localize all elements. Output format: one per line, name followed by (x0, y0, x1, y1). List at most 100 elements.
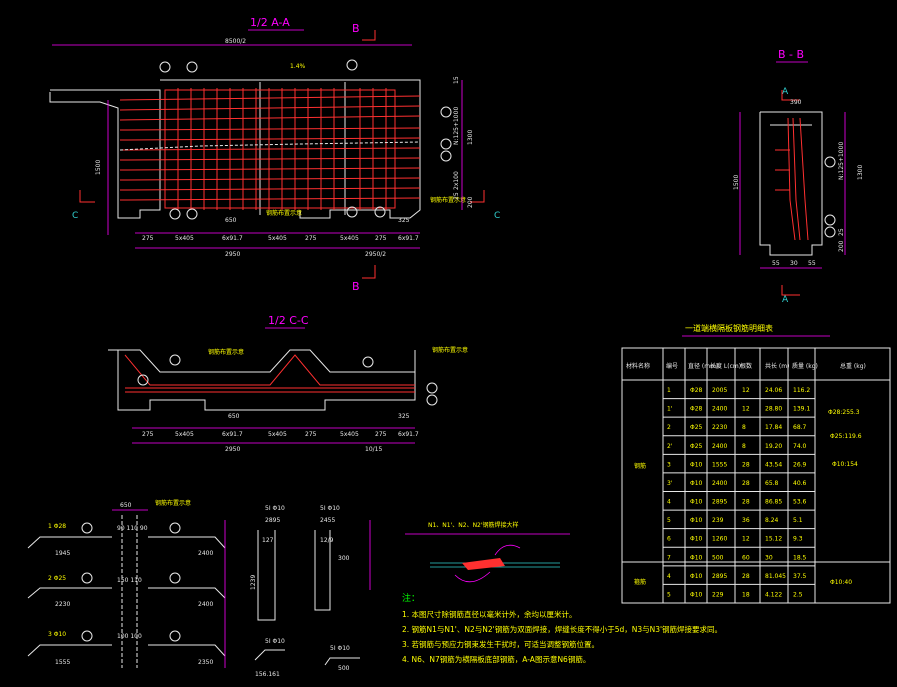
det-bar-1: 2 Φ25 (48, 575, 66, 582)
det-bar-dim-4: 1555 (55, 659, 70, 666)
bb-dim-0: 390 (790, 99, 802, 106)
aa-rdim-0: 15 (453, 76, 460, 84)
det-mid-dim-2: 150 110 (117, 577, 142, 584)
cc-title: 1/2 C-C (268, 314, 309, 327)
group-1: 钢筋 (634, 462, 646, 470)
note-2: 2. 钢筋N1与N1'、N2与N2'钢筋为双面焊接，焊缝长度不得小于5d，N3与… (402, 624, 722, 634)
table-cell: 37.5 (793, 573, 807, 580)
cc-total-1: 10/15 (365, 446, 382, 453)
table-cell: Φ10 (690, 536, 703, 543)
stir-label-2: 5I Φ10 (265, 638, 285, 645)
th-6: 质量 (kg) (792, 362, 818, 370)
table-cell: 1' (667, 406, 673, 413)
table-cell: 65.8 (765, 480, 779, 487)
table-cell: 2895 (712, 499, 727, 506)
table-cell: 2' (667, 443, 673, 450)
bb-dim-5: 200 (838, 240, 845, 252)
aa-rdim-1: N:125+1000 (453, 107, 460, 145)
bb-dim-6: 55 (772, 260, 780, 267)
aa-left-dim: 1500 (95, 160, 102, 175)
det-mid-dim-1: 90 110 90 (117, 525, 148, 532)
aa-bdim-2: 6x91.7 (222, 235, 243, 242)
aa-sub-dim-2: 325 (398, 217, 410, 224)
bb-circle-2 (824, 214, 836, 226)
aa-bdim-3: 5x405 (268, 235, 287, 242)
cc-bdim-1: 5x405 (175, 431, 194, 438)
table-cell: Φ28 (690, 406, 703, 413)
table-cell: 18 (742, 591, 750, 598)
table-cell: 26.9 (793, 461, 807, 468)
table-cell: Φ25 (690, 443, 703, 450)
th-7: 总重 (kg) (840, 362, 866, 370)
table-cell: Φ10 (690, 499, 703, 506)
stir-dim-0: 2895 (265, 517, 280, 524)
cc-callout-left: 钢筋布置示意 (208, 348, 244, 356)
aa-c-arrow-left (79, 190, 95, 203)
det-bar-shape-2b (148, 587, 226, 599)
table-cell: 116.2 (793, 387, 810, 394)
det-n-1b (169, 522, 181, 534)
stir-label-3: 5I Φ10 (330, 645, 350, 652)
aa-rdim-5: 200 (467, 196, 474, 208)
stir-dim-1: 2455 (320, 517, 335, 524)
table-cell: 2400 (712, 406, 727, 413)
table-cell: 53.6 (793, 499, 807, 506)
bb-dim-8: 55 (808, 260, 816, 267)
table-cell: 8.24 (765, 517, 779, 524)
cc-callout-right: 钢筋布置示意 (432, 346, 468, 354)
aa-top-dim: 8500/2 (225, 38, 246, 45)
bb-dim-3: 1300 (857, 165, 864, 180)
det-bar-dim-0: 1945 (55, 550, 70, 557)
aa-label-c-left: C (72, 211, 78, 221)
cc-bdim-5: 5x405 (340, 431, 359, 438)
det-n-2 (81, 572, 93, 584)
bb-rebar (775, 117, 809, 241)
det-callout: 钢筋布置示意 (155, 499, 191, 507)
det-bar-dim-2: 2230 (55, 601, 70, 608)
table-cell: 30 (765, 554, 773, 561)
table-cell: 6 (667, 536, 671, 543)
th-1: 编号 (666, 362, 678, 370)
bb-dim-1: 1500 (733, 175, 740, 190)
table-cell: 139.1 (793, 406, 810, 413)
aa-b-arrow-top (362, 30, 376, 41)
bb-title: B - B (778, 48, 804, 61)
aa-total-0: 2950 (225, 251, 240, 258)
table-cell: 4.122 (765, 591, 782, 598)
th-4: 根数 (740, 362, 752, 370)
table-cell: 15.12 (765, 536, 782, 543)
stir-dim-2: 127 (262, 537, 274, 544)
bb-dim-4: 25 (838, 228, 845, 236)
aa-rdim-4: 25 (453, 192, 460, 200)
aa-rebar-grid (119, 88, 421, 210)
section-aa: 1/2 A-A 8500/2 1.4% B B C C (49, 16, 500, 293)
aa-callout-text: 钢筋布置示意 (266, 209, 302, 217)
det-bar-dim-5: 2350 (198, 659, 213, 666)
table-cell: 86.85 (765, 499, 782, 506)
weld-arc-2 (494, 544, 521, 556)
table-cell: 40.6 (793, 480, 807, 487)
table-cell: Φ28 (690, 387, 703, 394)
aa-total-1: 2950/2 (365, 251, 386, 258)
bb-outline (759, 111, 823, 256)
table-cell: 28 (742, 573, 750, 580)
bar-details: 650 钢筋布置示意 1 Φ28 1945 90 110 90 2400 2 Φ… (27, 499, 371, 678)
aa-rdim-2: 1300 (467, 130, 474, 145)
stir-dim-5: 1239 (250, 575, 257, 590)
table-cell: 3 (667, 461, 671, 468)
bb-dim-7: 30 (790, 260, 798, 267)
table-cell: 239 (712, 517, 724, 524)
stir-shape-2 (314, 530, 331, 611)
table-cell: Φ10 (690, 591, 703, 598)
notes-title: 注： (402, 592, 420, 604)
det-bar-shape-3b (148, 644, 226, 657)
aa-bdim-6: 275 (375, 235, 387, 242)
table-cell: 229 (712, 591, 724, 598)
stir-shape-3 (254, 649, 285, 661)
aa-outline-right (160, 79, 421, 219)
cc-circle-2 (169, 354, 181, 366)
table-cell: 9.3 (793, 536, 803, 543)
stir-label-0: 5I Φ10 (265, 505, 285, 512)
